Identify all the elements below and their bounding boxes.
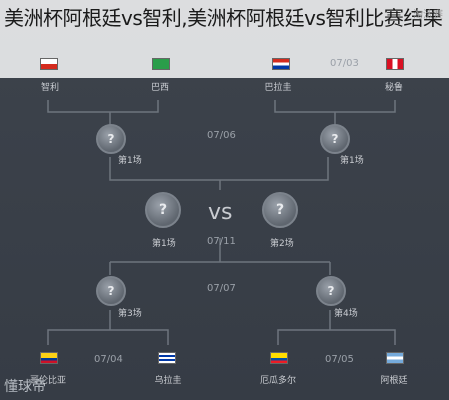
final-right-slot: 第2场 [270, 239, 294, 249]
semi-top-right-ball: ? [320, 124, 350, 154]
date-top: 07/03 [330, 58, 359, 69]
final-left-slot: 第1场 [152, 239, 176, 249]
watermark-logo: 懂球帝 [4, 379, 46, 395]
flag-uruguay [158, 352, 176, 364]
final-left-ball: ? [145, 192, 181, 228]
flag-chile [40, 58, 58, 70]
flag-peru [386, 58, 404, 70]
team-brazil: 巴西 [150, 83, 169, 93]
team-chile: 智利 [40, 83, 59, 93]
date-bottom-left: 07/04 [94, 354, 123, 365]
semi-top-right-slot: 第1场 [340, 156, 364, 166]
team-ecuador: 厄瓜多尔 [259, 376, 296, 386]
flag-ecuador [270, 352, 288, 364]
flag-paraguay [272, 58, 290, 70]
flag-brazil [152, 58, 170, 70]
semi-top-left-slot: 第1场 [118, 156, 142, 166]
team-colombia: 哥伦比亚 [29, 376, 66, 386]
date-bottom-right: 07/05 [325, 354, 354, 365]
team-peru: 秘鲁 [384, 83, 403, 93]
semi-bottom-date: 07/07 [207, 283, 236, 294]
final-vs: vs [208, 200, 233, 225]
flag-argentina [386, 352, 404, 364]
page-title: 美洲杯阿根廷vs智利,美洲杯阿根廷vs智利比赛结果 [4, 6, 443, 30]
semi-bottom-left-slot: 第3场 [118, 309, 142, 319]
semi-bottom-right-ball: ? [316, 276, 346, 306]
semi-bottom-right-slot: 第4场 [334, 309, 358, 319]
semi-top-left-ball: ? [96, 124, 126, 154]
team-uruguay: 乌拉圭 [154, 376, 182, 386]
final-right-ball: ? [262, 192, 298, 228]
flag-colombia [40, 352, 58, 364]
team-paraguay: 巴拉圭 [264, 83, 292, 93]
stage-tag: 淘汰赛 [413, 10, 443, 21]
semi-bottom-left-ball: ? [96, 276, 126, 306]
team-argentina: 阿根廷 [380, 376, 408, 386]
title-overlay [0, 0, 449, 78]
final-date: 07/11 [207, 236, 236, 247]
semi-top-date: 07/06 [207, 130, 236, 141]
